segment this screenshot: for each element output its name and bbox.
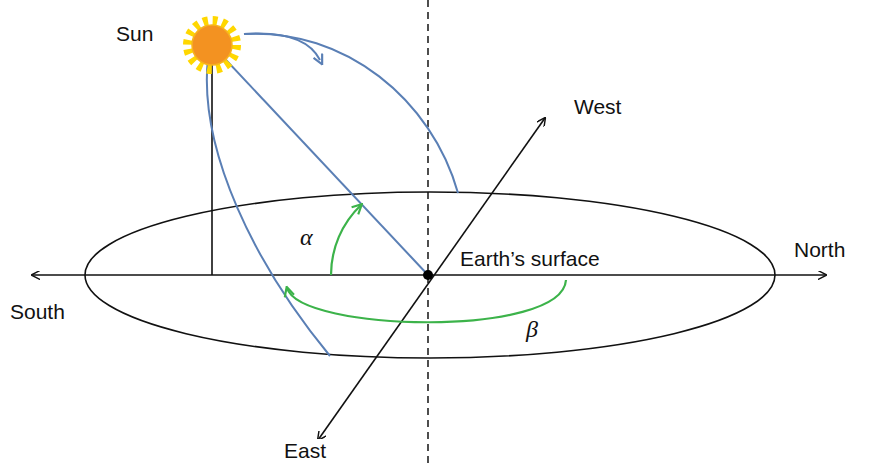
sun-label: Sun — [114, 22, 155, 45]
direction-label: West — [572, 95, 623, 118]
angle-label: α — [298, 224, 315, 250]
sun-disc — [192, 25, 232, 65]
sun-rays — [188, 21, 236, 69]
sun-icon — [188, 21, 236, 69]
direction-label: East — [282, 439, 328, 462]
direction-label: South — [8, 300, 67, 323]
east-west-axis — [318, 118, 545, 440]
direction-label: North — [792, 238, 847, 261]
altitude-angle-arc — [331, 205, 361, 275]
sun-ray-line — [212, 45, 428, 275]
surface-label: Earth’s surface — [458, 247, 602, 270]
sun-projection-line — [211, 45, 213, 275]
zenith-line — [427, 0, 429, 466]
sun-path-setting — [244, 34, 458, 193]
sun-path-rising — [207, 58, 330, 356]
observer-point — [423, 270, 433, 280]
sun-path-arrow — [244, 33, 320, 60]
angle-label: β — [524, 316, 540, 342]
